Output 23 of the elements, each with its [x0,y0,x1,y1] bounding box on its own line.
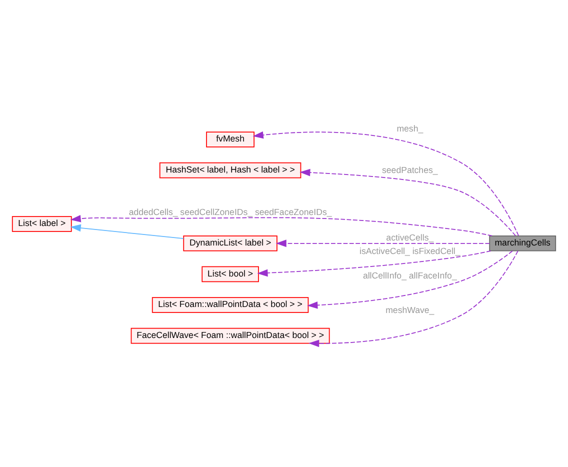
edge-label: isActiveCell_ isFixedCell_ [360,245,460,256]
arrow [257,250,492,276]
edge-label: allCellInfo_ allFaceInfo_ [362,270,457,280]
node-box: marchingCells [489,234,556,251]
arrow [307,250,513,308]
node-box: FaceCellWave< Foam ::wallPointData< bool > > [130,327,330,344]
node-box: HashSet< label, Hash < label > > [159,162,302,178]
node-box: List< label > [12,216,72,232]
edge-label: activeCells_ [386,232,434,242]
arrow [70,214,492,236]
edge-label: seedPatches_ [382,164,438,174]
arrow [308,250,518,346]
node-box: List< Foam::wallPointData < bool > > [152,296,309,312]
node-box: List< bool > [202,266,259,282]
edge-label: addedCells_ seedCellZoneIDs_ seedFaceZoneIDs_ [128,206,332,217]
arrow [70,224,184,239]
node-box: DynamicList< label > [183,234,278,251]
arrow [300,168,516,236]
node-box: fvMesh [206,131,254,147]
edge-label: mesh_ [396,123,424,134]
edge-label: meshWave_ [386,304,434,314]
arrow [252,130,519,236]
arrow [276,239,490,247]
